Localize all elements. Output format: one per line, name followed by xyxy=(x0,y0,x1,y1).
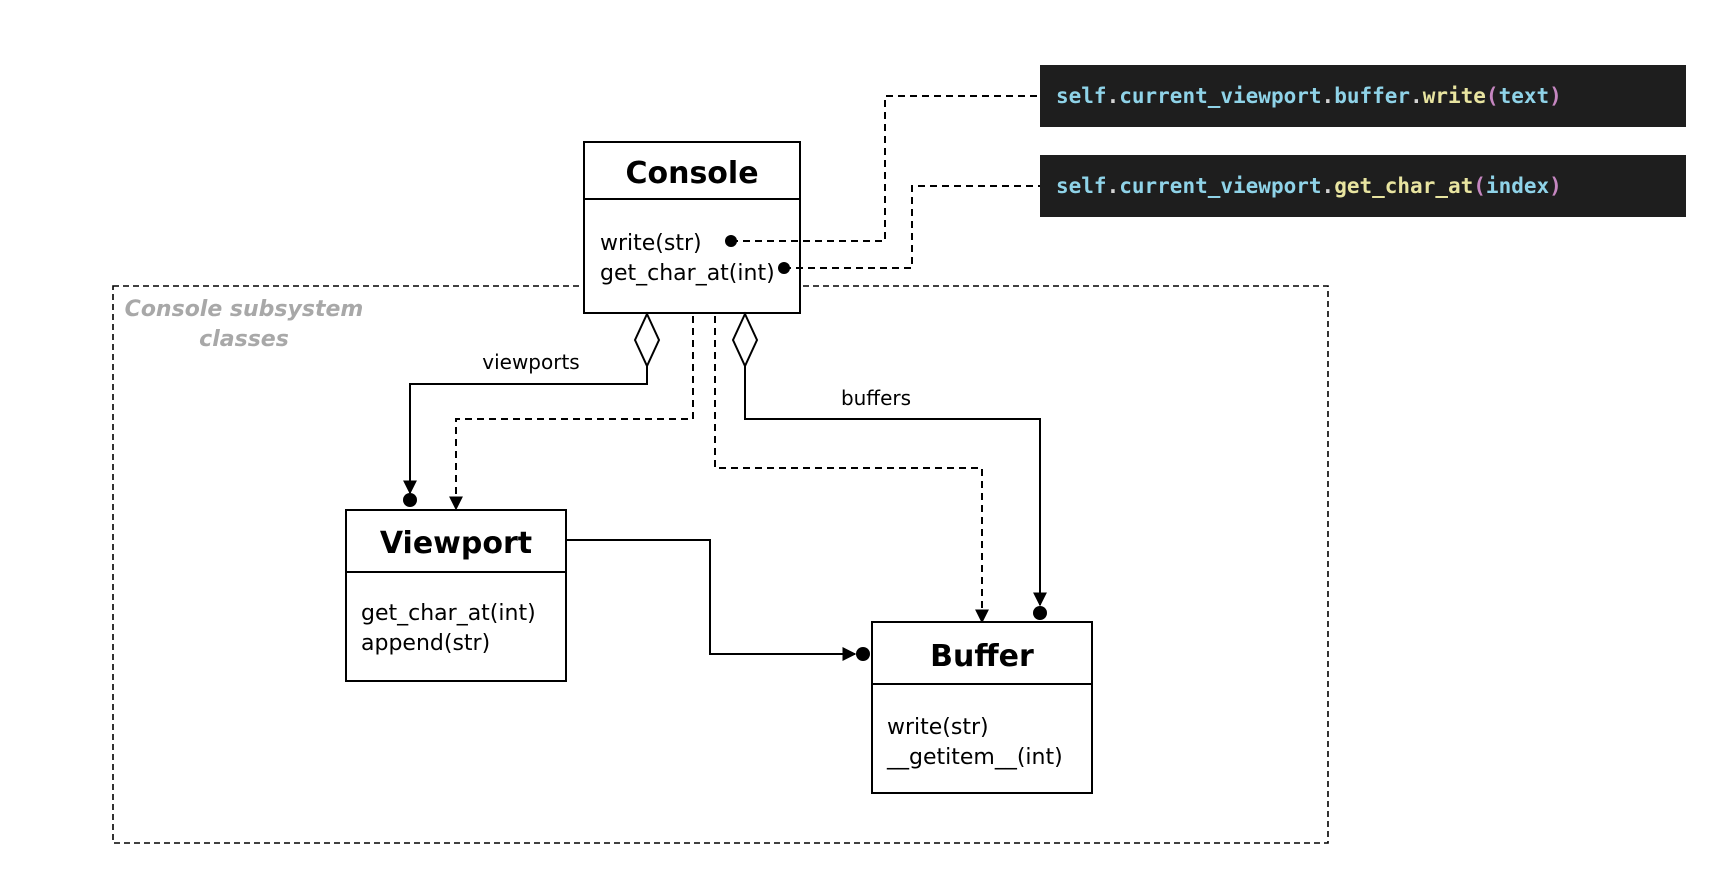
viewport-member-append: append(str) xyxy=(361,631,490,656)
console-class[interactable]: Console write(str) get_char_at(int) xyxy=(583,141,801,314)
code-token: . xyxy=(1107,84,1120,108)
buffer-class-name: Buffer xyxy=(930,639,1034,674)
code-token: ) xyxy=(1549,84,1562,108)
viewport-class[interactable]: Viewport get_char_at(int) append(str) xyxy=(345,509,567,682)
write-note-connector xyxy=(731,95,1040,242)
viewports-aggregation-line xyxy=(403,366,648,495)
write-code-note: self.current_viewport.buffer.write(text) xyxy=(1040,65,1686,127)
code-token: . xyxy=(1322,174,1335,198)
console-subsystem-boundary xyxy=(112,285,1329,844)
code-token: text xyxy=(1499,84,1550,108)
viewports-label: viewports xyxy=(482,350,579,374)
code-token: current_viewport xyxy=(1119,84,1321,108)
viewport-buffer-association xyxy=(566,539,857,661)
viewports-end-dot xyxy=(403,493,417,507)
console-viewport-dependency xyxy=(449,316,694,511)
console-member-write: write(str) xyxy=(600,231,702,256)
code-token: ( xyxy=(1473,174,1486,198)
write-code-note-text: self.current_viewport.buffer.write(text) xyxy=(1056,84,1562,108)
code-token: buffer xyxy=(1334,84,1410,108)
viewport-member-get-char-at: get_char_at(int) xyxy=(361,601,536,626)
code-token: write xyxy=(1423,84,1486,108)
console-class-box xyxy=(583,141,801,314)
buffer-member-write: write(str) xyxy=(887,715,989,740)
code-token: . xyxy=(1322,84,1335,108)
get-char-code-note: self.current_viewport.get_char_at(index) xyxy=(1040,155,1686,217)
viewport-buffer-end-dot xyxy=(856,647,870,661)
code-token: ( xyxy=(1486,84,1499,108)
code-token: . xyxy=(1107,174,1120,198)
group-label-line1: Console subsystem xyxy=(125,297,364,322)
write-code-note-background xyxy=(1040,65,1686,127)
buffers-label: buffers xyxy=(841,386,911,410)
buffer-member-getitem: __getitem__(int) xyxy=(886,745,1063,770)
code-token: . xyxy=(1410,84,1423,108)
get-char-code-note-background xyxy=(1040,155,1686,217)
code-token: self xyxy=(1056,84,1107,108)
buffers-aggregation-line xyxy=(744,366,1047,607)
buffers-end-dot xyxy=(1033,606,1047,620)
buffer-class[interactable]: Buffer write(str) __getitem__(int) xyxy=(871,621,1093,794)
console-buffer-dependency xyxy=(714,316,989,624)
viewport-class-box xyxy=(345,509,567,682)
viewports-aggregation-diamond xyxy=(633,311,661,369)
code-token: index xyxy=(1486,174,1550,198)
code-token: current_viewport xyxy=(1119,174,1321,198)
viewport-class-name: Viewport xyxy=(380,526,532,561)
group-label-line2: classes xyxy=(199,327,289,352)
get-char-code-note-text: self.current_viewport.get_char_at(index) xyxy=(1056,174,1562,198)
console-member-get-char-at: get_char_at(int) xyxy=(600,261,775,286)
console-class-name: Console xyxy=(625,156,758,191)
buffers-aggregation-diamond xyxy=(731,311,759,369)
code-token: self xyxy=(1056,174,1107,198)
code-token: ) xyxy=(1549,174,1562,198)
get-char-note-connector xyxy=(784,185,1040,269)
buffer-class-box xyxy=(871,621,1093,794)
code-token: get_char_at xyxy=(1334,174,1473,198)
